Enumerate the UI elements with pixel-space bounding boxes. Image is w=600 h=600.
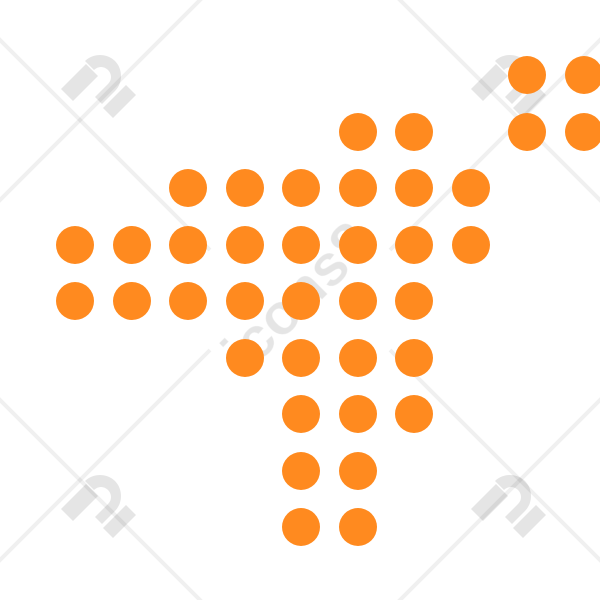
dot (395, 338, 433, 377)
dot (282, 282, 320, 320)
dot (451, 225, 490, 264)
dot (225, 282, 264, 320)
dot (282, 451, 320, 490)
dot (282, 169, 320, 207)
dot (282, 508, 320, 546)
dot (225, 169, 264, 207)
dot (169, 225, 207, 264)
dot (338, 395, 377, 433)
dot (225, 338, 264, 377)
dot (395, 395, 433, 433)
dot (282, 338, 320, 377)
dot (338, 225, 377, 264)
dot (395, 282, 433, 320)
dot (112, 282, 151, 320)
dot (338, 169, 377, 207)
dot (338, 282, 377, 320)
dot (338, 451, 377, 490)
dot (395, 169, 433, 207)
dot (451, 169, 490, 207)
dot (508, 112, 546, 151)
dot (508, 56, 546, 94)
dot (282, 225, 320, 264)
dot (395, 112, 433, 151)
dot (169, 282, 207, 320)
dot (564, 56, 600, 94)
dot (169, 169, 207, 207)
dot (338, 508, 377, 546)
dot (282, 395, 320, 433)
dot (112, 225, 151, 264)
dot (338, 338, 377, 377)
dot (56, 225, 94, 264)
dot (564, 112, 600, 151)
dot (338, 112, 377, 151)
dot (56, 282, 94, 320)
dot (225, 225, 264, 264)
dot (395, 225, 433, 264)
